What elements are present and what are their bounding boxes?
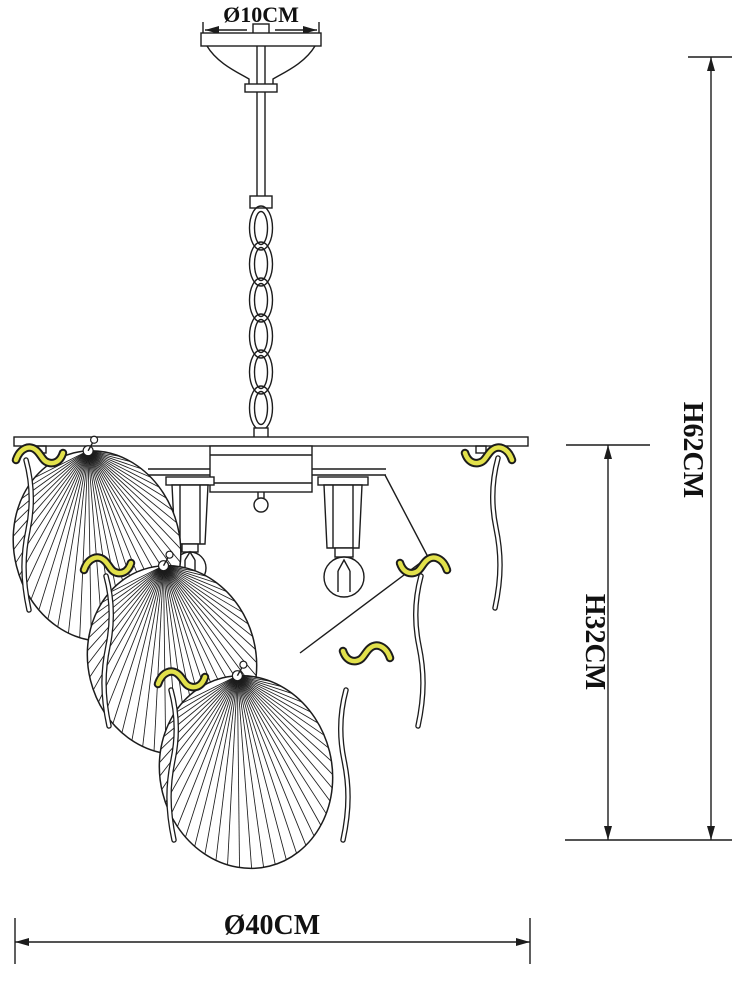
s-hook-5 — [153, 667, 210, 692]
center-hub — [209, 445, 313, 513]
leaf-knob — [90, 435, 99, 444]
left-socket — [165, 476, 215, 553]
arrow-up-icon — [604, 445, 612, 459]
leaf-3 — [158, 660, 334, 870]
canopy-diameter-label: Ø10CM — [223, 2, 299, 27]
chain-link — [248, 205, 274, 251]
arrow-down-icon — [604, 826, 612, 840]
leaf-knob — [165, 550, 174, 559]
s-hooks — [11, 443, 517, 692]
glass-drops — [21, 455, 503, 843]
chain-link — [248, 277, 274, 323]
fixture-diameter-label: Ø40CM — [224, 910, 320, 941]
arrow-down-icon — [707, 826, 715, 840]
right-bulb — [323, 556, 365, 598]
arrow-right-icon — [303, 26, 317, 34]
total-height-label: H62CM — [677, 402, 708, 498]
diagonal-arms — [299, 474, 429, 654]
chain-link — [248, 241, 274, 287]
glass-drop-6 — [490, 455, 503, 611]
glass-drop-1 — [21, 457, 34, 613]
chain-link — [248, 313, 274, 359]
arrow-left-icon — [205, 26, 219, 34]
s-hook-3 — [460, 443, 517, 468]
dim-total-height: H62CM — [677, 56, 732, 840]
arrow-left-icon — [15, 938, 29, 946]
glass-drop-5 — [413, 573, 426, 729]
glass-drop-2 — [101, 573, 114, 729]
s-hook-6 — [338, 641, 395, 666]
s-hook-2 — [79, 553, 136, 578]
chain-link — [248, 349, 274, 395]
glass-drop-3 — [166, 687, 179, 843]
fan-leaves — [12, 435, 334, 870]
s-hook-1 — [11, 443, 68, 468]
glass-drop-4 — [338, 687, 351, 843]
s-hook-4 — [395, 553, 452, 578]
hanging-rod — [249, 92, 273, 209]
arrow-up-icon — [707, 57, 715, 71]
hub-finial-ball — [253, 497, 269, 513]
right-socket — [317, 476, 369, 558]
ceiling-canopy — [200, 23, 322, 93]
arm-bar — [148, 468, 386, 476]
chain-link — [248, 385, 274, 431]
dim-canopy-diameter: Ø10CM — [202, 2, 320, 36]
dim-fixture-diameter: Ø40CM — [14, 910, 531, 964]
body-height-label: H32CM — [579, 594, 610, 690]
leaf-knob — [239, 660, 248, 669]
dim-body-height: H32CM — [565, 444, 732, 841]
chain — [248, 205, 274, 431]
arrow-right-icon — [516, 938, 530, 946]
